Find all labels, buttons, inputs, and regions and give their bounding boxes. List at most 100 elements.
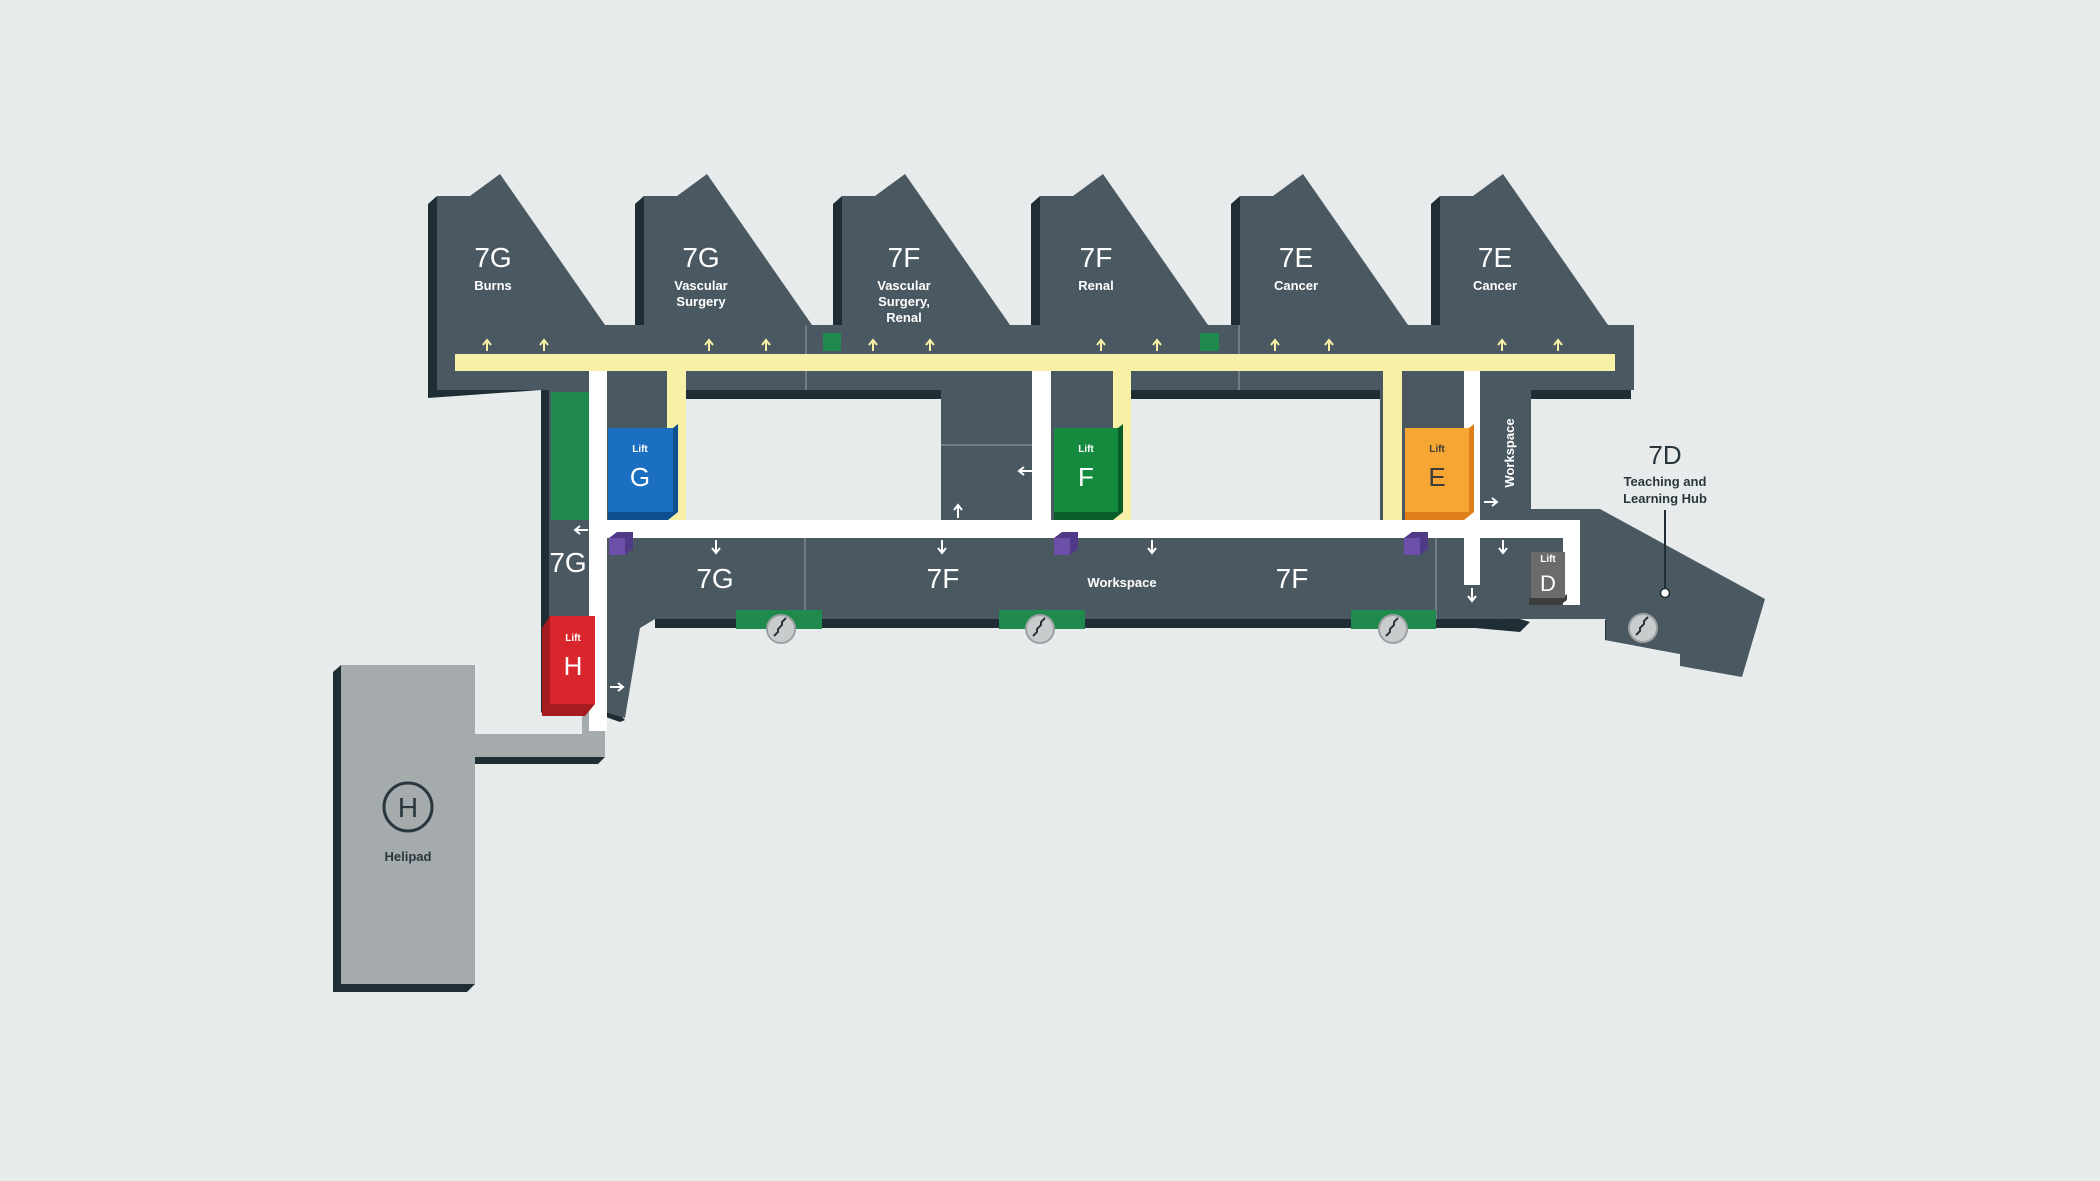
lift-e[interactable]: Lift E bbox=[1405, 424, 1474, 520]
map-shape bbox=[1231, 196, 1240, 325]
map-shape bbox=[704, 338, 714, 351]
ward-7f-renal[interactable]: 7F Renal bbox=[1078, 242, 1113, 293]
hub-7d-label[interactable]: 7D Teaching and Learning Hub bbox=[1623, 440, 1707, 599]
ward-7e-cancer[interactable]: 7E Cancer bbox=[1274, 242, 1318, 293]
ward-labels: 7G Burns 7G Vascular Surgery 7F Vascular… bbox=[474, 242, 1517, 594]
stairs-icon bbox=[1025, 614, 1055, 644]
map-shape: Teaching and bbox=[1624, 474, 1707, 489]
map-shape bbox=[585, 390, 941, 399]
map-shape: Surgery, bbox=[878, 294, 930, 309]
map-shape: Vascular bbox=[877, 278, 931, 293]
map-shape bbox=[842, 174, 1010, 325]
area-7f[interactable]: 7F bbox=[927, 563, 960, 594]
helipad-symbol: H bbox=[398, 792, 418, 823]
map-shape bbox=[1017, 466, 1032, 476]
map-shape: Renal bbox=[1078, 278, 1113, 293]
map-shape bbox=[1520, 509, 1765, 677]
map-shape bbox=[1531, 390, 1631, 399]
map-shape bbox=[475, 757, 605, 764]
map-shape bbox=[609, 538, 625, 555]
map-shape: 7G bbox=[682, 242, 719, 273]
lift-label: Lift bbox=[632, 444, 648, 455]
helipad-icon bbox=[382, 781, 434, 833]
lift-id: F bbox=[1078, 462, 1094, 492]
map-shape bbox=[1040, 174, 1208, 325]
map-shape bbox=[482, 338, 492, 351]
area-7g[interactable]: 7G bbox=[696, 563, 733, 594]
map-shape bbox=[550, 616, 595, 704]
map-shape: Cancer bbox=[1274, 278, 1318, 293]
toilet-icon bbox=[1054, 532, 1078, 555]
map-shape bbox=[589, 520, 1580, 538]
map-shape: Learning Hub bbox=[1623, 491, 1707, 506]
map-shape: Vascular bbox=[674, 278, 728, 293]
map-shape bbox=[1240, 174, 1408, 325]
map-shape bbox=[1497, 338, 1507, 351]
map-shape bbox=[542, 616, 595, 716]
ward-7e-cancer-2[interactable]: 7E Cancer bbox=[1473, 242, 1517, 293]
map-shape bbox=[1324, 338, 1334, 351]
map-shape: 7F bbox=[1080, 242, 1113, 273]
ward-7g-vascular-surgery[interactable]: 7G Vascular Surgery bbox=[674, 242, 728, 309]
map-shape bbox=[761, 338, 771, 351]
map-shape bbox=[610, 682, 625, 692]
map-shape bbox=[937, 540, 947, 555]
map-shape bbox=[608, 428, 673, 512]
map-shape bbox=[455, 354, 1615, 371]
helipad-label: Helipad bbox=[385, 849, 432, 864]
map-shape bbox=[1200, 333, 1219, 351]
map-shape bbox=[1628, 613, 1658, 643]
map-shape bbox=[1405, 428, 1469, 512]
map-shape bbox=[1484, 497, 1499, 507]
area-workspace[interactable]: Workspace bbox=[1087, 575, 1156, 590]
stairs-icon bbox=[1628, 613, 1658, 643]
map-shape: 7G bbox=[474, 242, 511, 273]
helipad[interactable]: H Helipad bbox=[333, 665, 605, 992]
area-7g-left[interactable]: 7G bbox=[549, 547, 586, 578]
map-shape bbox=[341, 665, 475, 984]
ward-7f-vascular-surgery-renal[interactable]: 7F Vascular Surgery, Renal bbox=[877, 242, 931, 325]
lift-d[interactable]: Lift D bbox=[1529, 552, 1567, 605]
hub-pin-icon bbox=[1659, 587, 1671, 599]
map-shape bbox=[475, 734, 605, 757]
map-shape bbox=[823, 333, 841, 351]
lift-id: H bbox=[564, 651, 583, 681]
map-shape bbox=[1131, 390, 1380, 399]
map-shape bbox=[1475, 619, 1530, 632]
lift-label: Lift bbox=[1429, 444, 1445, 455]
area-7f-right[interactable]: 7F bbox=[1276, 563, 1309, 594]
lift-label: Lift bbox=[1078, 444, 1094, 455]
map-shape bbox=[925, 338, 935, 351]
lift-f[interactable]: Lift F bbox=[1054, 424, 1123, 520]
map-shape bbox=[1385, 617, 1399, 637]
map-shape bbox=[1032, 371, 1051, 520]
map-shape: Burns bbox=[474, 278, 512, 293]
map-shape bbox=[1096, 338, 1106, 351]
toilet-markers bbox=[609, 532, 1428, 555]
map-shape bbox=[1467, 588, 1477, 603]
map-shape bbox=[1147, 540, 1157, 555]
map-shape bbox=[1529, 594, 1567, 605]
map-shape bbox=[573, 525, 588, 535]
lift-id: G bbox=[630, 462, 650, 492]
map-shape: 7E bbox=[1478, 242, 1512, 273]
area-workspace-vertical[interactable]: Workspace bbox=[1502, 418, 1517, 487]
map-shape bbox=[773, 617, 787, 637]
map-shape bbox=[1440, 174, 1608, 325]
map-shape bbox=[1270, 338, 1280, 351]
lift-id: E bbox=[1428, 462, 1445, 492]
map-shape bbox=[1383, 371, 1402, 520]
map-shape bbox=[953, 503, 963, 518]
stairs-markers bbox=[766, 613, 1658, 644]
map-shape bbox=[600, 529, 1520, 718]
map-shape: 7E bbox=[1279, 242, 1313, 273]
ward-7g-burns[interactable]: 7G Burns bbox=[474, 242, 512, 293]
map-shape bbox=[482, 338, 1563, 351]
stairs-icon bbox=[766, 614, 796, 644]
lift-h[interactable]: Lift H bbox=[542, 616, 595, 716]
map-shape bbox=[1553, 338, 1563, 351]
map-shape bbox=[1563, 520, 1580, 605]
map-shape bbox=[1031, 196, 1040, 325]
lift-g[interactable]: Lift G bbox=[608, 424, 678, 520]
